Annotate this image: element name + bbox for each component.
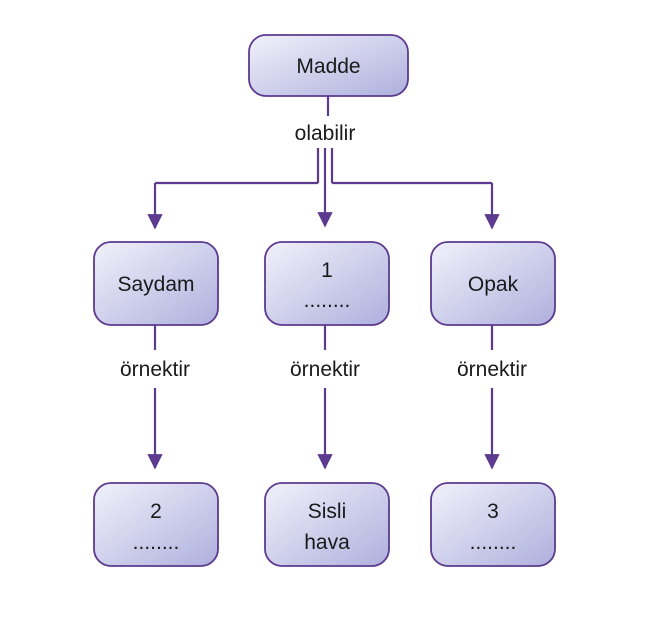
node-sisli-hava: Sisli hava [264, 482, 390, 567]
edge-label-ornektir-center: örnektir [290, 358, 360, 381]
node-2-blank: ........ [133, 531, 180, 554]
edge-label-ornektir-left: örnektir [120, 358, 190, 381]
node-1-number: 1 [321, 259, 333, 282]
node-opak: Opak [430, 241, 556, 326]
edge-label-ornektir-right: örnektir [457, 358, 527, 381]
node-2: 2 ........ [93, 482, 219, 567]
node-3: 3 ........ [430, 482, 556, 567]
node-opak-label: Opak [468, 273, 519, 296]
node-sisli-hava-line1: Sisli [308, 500, 347, 523]
node-saydam: Saydam [93, 241, 219, 326]
node-1-blank: ........ [304, 289, 351, 312]
node-sisli-hava-line2: hava [304, 531, 350, 554]
node-1: 1 ........ [264, 241, 390, 326]
connectors [147, 96, 500, 470]
node-3-blank: ........ [470, 531, 517, 554]
node-3-number: 3 [487, 500, 499, 523]
edge-label-olabilir: olabilir [295, 122, 356, 145]
node-2-number: 2 [150, 500, 162, 523]
node-madde: Madde [248, 34, 409, 97]
node-madde-label: Madde [296, 55, 360, 78]
node-saydam-label: Saydam [117, 273, 194, 296]
